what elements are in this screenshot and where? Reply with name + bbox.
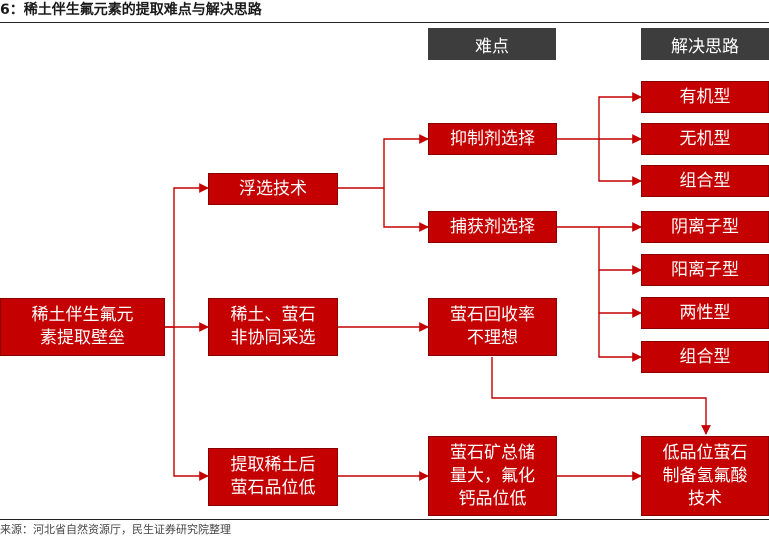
edge-inhibitor-combo [598, 139, 642, 186]
node-inorganic: 无机型 [641, 123, 769, 155]
node-combo-inhibitor: 组合型 [641, 165, 769, 197]
node-extract-low-grade: 提取稀土后萤石品位低 [208, 448, 338, 506]
node-flotation: 浮选技术 [208, 173, 338, 205]
node-amphoteric: 两性型 [641, 297, 769, 329]
node-organic: 有机型 [641, 81, 769, 113]
bottom-divider [0, 519, 769, 520]
header-difficulty: 难点 [428, 28, 556, 60]
node-hf-technology: 低品位萤石制备氢氟酸技术 [641, 436, 769, 516]
node-inhibitor: 抑制剂选择 [428, 123, 557, 155]
node-reserves: 萤石矿总储量大，氟化钙品位低 [428, 436, 557, 516]
edge-root-extract [173, 327, 209, 481]
header-solution: 解决思路 [641, 28, 769, 60]
edge-flotation-inhibitor [338, 134, 429, 189]
edge-recovery-hf [491, 357, 711, 435]
node-root: 稀土伴生氟元素提取壁垒 [0, 298, 165, 356]
edge-collector-combo [598, 313, 642, 362]
node-recovery: 萤石回收率不理想 [428, 298, 557, 356]
edge-collector-cationic [598, 227, 642, 275]
node-combo-collector: 组合型 [641, 341, 769, 373]
title-divider [0, 22, 769, 23]
figure-title: 6：稀土伴生氟元素的提取难点与解决思路 [0, 2, 262, 18]
edge-flotation-collector [383, 188, 429, 232]
node-non-co-mining: 稀土、萤石非协同采选 [208, 298, 338, 356]
node-anionic: 阴离子型 [641, 211, 769, 243]
edge-inhibitor-organic [557, 92, 642, 140]
edge-root-flotation [165, 183, 209, 328]
node-cationic: 阳离子型 [641, 254, 769, 286]
node-collector: 捕获剂选择 [428, 211, 557, 243]
edge-collector-amphoteric [598, 270, 642, 318]
source-note: 来源：河北省自然资源厅，民生证券研究院整理 [0, 523, 231, 536]
